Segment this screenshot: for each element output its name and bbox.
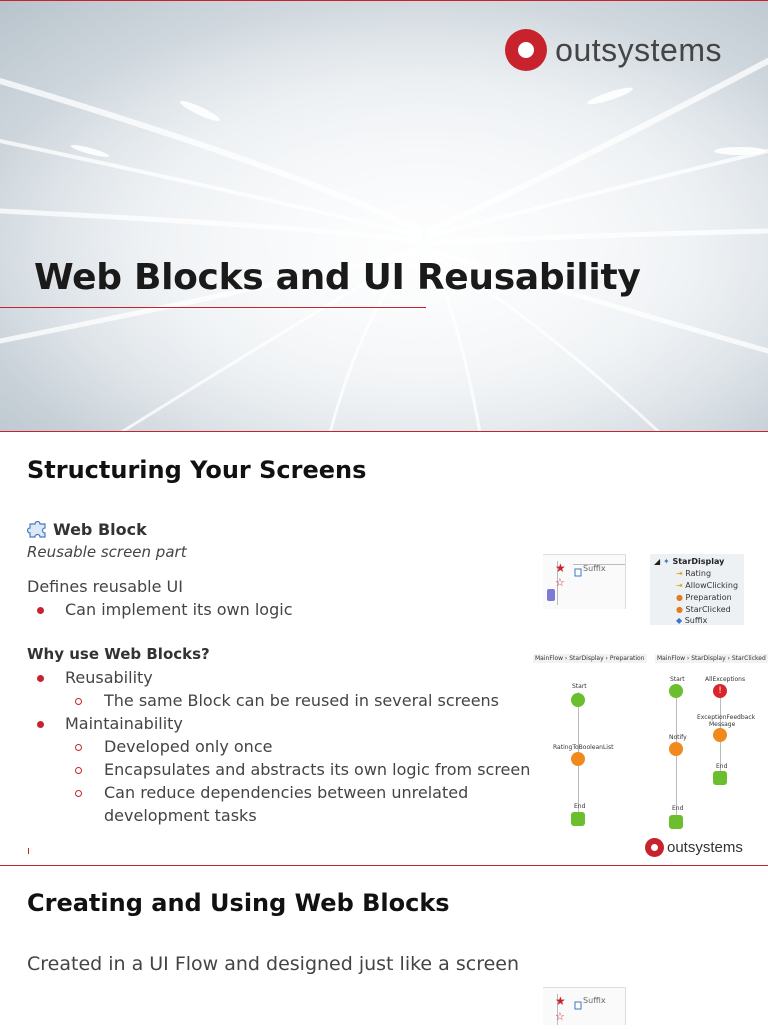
bullet-dot (37, 607, 44, 614)
end-label: End (672, 805, 684, 812)
slide-title-structuring: Structuring Your Screens (27, 456, 367, 484)
sub-bullet-ring (75, 790, 82, 797)
starclicked-flow: MainFlow › StarDisplay › StarClicked Sta… (653, 652, 768, 832)
action-icon: ● (676, 605, 683, 614)
block-editor-preview: ★ ☆ Suffix (543, 554, 626, 609)
logic-bullet-text: Can implement its own logic (65, 600, 293, 619)
bullet-dot (37, 675, 44, 682)
editor-suffix-label: Suffix (583, 996, 606, 1005)
stardisplay-tree: ◢ ✦ StarDisplay ⇥ Rating ⇥ AllowClicking… (650, 554, 744, 625)
start-node-icon (571, 693, 585, 707)
widget-icon: ◆ (676, 616, 683, 625)
action-node-icon (571, 752, 585, 766)
flow-breadcrumb: MainFlow › StarDisplay › Preparation (533, 654, 647, 663)
slide-title: Web Blocks and UI Reusability (34, 257, 641, 298)
start-label: Start (572, 683, 587, 690)
svg-text:★: ★ (555, 994, 566, 1008)
reuse-sub-text: The same Block can be reused in several … (104, 691, 500, 710)
tunnel-background-image (0, 1, 768, 431)
outsystems-footer-logo: outsystems (645, 838, 743, 857)
start-label: Start (670, 676, 685, 683)
svg-text:☆: ☆ (555, 1010, 565, 1023)
flow-breadcrumb: MainFlow › StarDisplay › StarClicked (655, 654, 768, 663)
created-in-ui-flow-text: Created in a UI Flow and designed just l… (27, 953, 520, 975)
input-param-icon: ⇥ (676, 569, 683, 578)
outsystems-logo-icon (505, 29, 548, 71)
exceptions-label: AllExceptions (705, 676, 746, 683)
web-block-label: Web Block (53, 520, 147, 539)
dependencies-text-cont: development tasks (104, 806, 257, 825)
why-heading: Why use Web Blocks? (27, 645, 210, 663)
reusability-bullet: Reusability (65, 668, 153, 687)
slide-marker (28, 848, 29, 854)
start-node-icon (669, 684, 683, 698)
web-block-subtitle: Reusable screen part (27, 543, 187, 561)
dependencies-text: Can reduce dependencies between unrelate… (104, 783, 469, 802)
bullet-dot (37, 721, 44, 728)
encapsulates-text: Encapsulates and abstracts its own logic… (104, 760, 531, 779)
block-editor-preview: ★ ☆ Suffix (543, 987, 626, 1025)
web-block-heading: Web Block (27, 520, 147, 539)
end-label: End (574, 803, 586, 810)
slide-title-creating: Creating and Using Web Blocks (27, 889, 450, 917)
creating-web-blocks-slide (0, 867, 768, 1024)
maintainability-bullet: Maintainability (65, 714, 183, 733)
sub-bullet-ring (75, 698, 82, 705)
editor-preview-graphic: ★ ☆ (547, 561, 625, 605)
block-tree-icon: ✦ (662, 557, 670, 566)
tree-item: Suffix (684, 616, 708, 625)
outsystems-logo-icon (645, 838, 664, 857)
sub-bullet-ring (75, 767, 82, 774)
title-underline (0, 307, 426, 308)
flow-connector (676, 692, 677, 822)
defines-text: Defines reusable UI (27, 577, 183, 596)
feedback-node-icon (713, 728, 727, 742)
end-node-icon (669, 815, 683, 829)
end-label: End (716, 763, 728, 770)
tree-root-label: StarDisplay (672, 557, 725, 566)
tree-item: Rating (685, 569, 712, 578)
end-node-icon (571, 812, 585, 826)
exception-handler-icon: ! (713, 684, 727, 698)
end-node-icon (713, 771, 727, 785)
outsystems-wordmark: outsystems (667, 839, 743, 856)
action-label: RatingToBooleanList (553, 744, 614, 751)
title-slide: outsystems Web Blocks and UI Reusability (0, 0, 768, 432)
outsystems-wordmark: outsystems (555, 31, 722, 68)
notify-node-icon (669, 742, 683, 756)
puzzle-piece-icon (27, 520, 46, 538)
structuring-screens-slide (0, 433, 768, 866)
feedback-label: ExceptionFeedback (697, 714, 756, 721)
feedback-label-cont: Message (709, 721, 736, 728)
tree-item: AllowClicking (685, 581, 739, 590)
svg-text:☆: ☆ (555, 576, 565, 589)
developed-once-text: Developed only once (104, 737, 273, 756)
tree-item: StarClicked (685, 605, 731, 614)
input-param-icon: ⇥ (676, 581, 683, 590)
editor-preview-graphic: ★ ☆ (555, 994, 582, 1025)
tree-collapse-icon: ◢ (654, 557, 661, 566)
sub-bullet-ring (75, 744, 82, 751)
preparation-flow: MainFlow › StarDisplay › Preparation Sta… (531, 652, 647, 832)
preparation-icon: ● (676, 593, 683, 602)
svg-text:★: ★ (555, 561, 566, 575)
notify-label: Notify (669, 734, 687, 741)
editor-suffix-label: Suffix (583, 564, 606, 573)
tree-item: Preparation (685, 593, 732, 602)
outsystems-logo: outsystems (505, 29, 722, 71)
